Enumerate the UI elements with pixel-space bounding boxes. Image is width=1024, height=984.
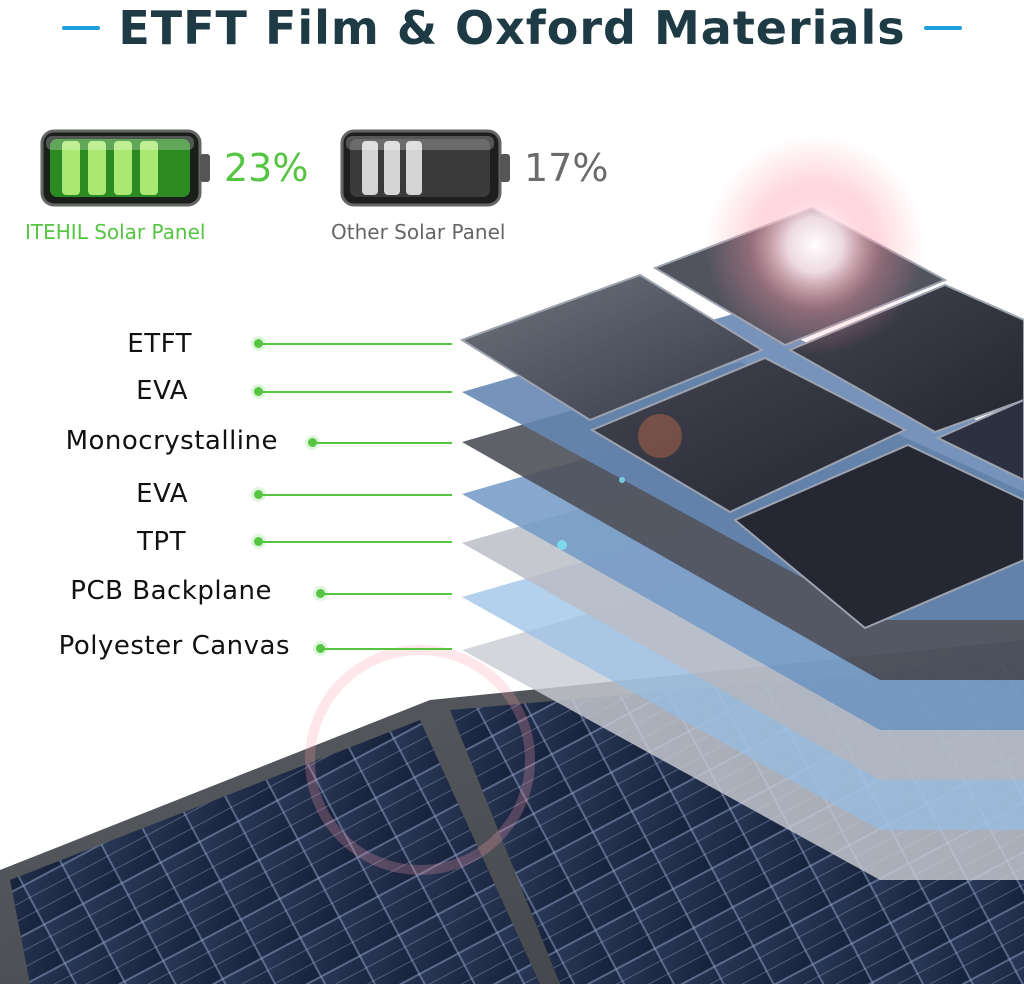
- leader-dot-eva-1: [254, 387, 263, 396]
- itehil-label: ITEHIL Solar Panel: [25, 220, 206, 244]
- layer-label-eva-1: EVA: [136, 376, 188, 406]
- other-label: Other Solar Panel: [331, 220, 506, 244]
- layer-stack: [459, 206, 1024, 880]
- leader-line-polyester-canvas: [324, 648, 452, 650]
- title-dash-right: [923, 26, 962, 30]
- leader-line-tpt: [262, 541, 452, 543]
- sun-glare: [705, 135, 925, 355]
- itehil-percent: 23%: [224, 146, 309, 190]
- layer-label-monocrystalline: Monocrystalline: [65, 426, 278, 456]
- title-dash-left: [62, 26, 101, 30]
- leader-line-etft: [262, 343, 452, 345]
- layer-label-eva-2: EVA: [136, 479, 188, 509]
- leader-dot-polyester-canvas: [316, 644, 325, 653]
- leader-dot-etft: [254, 339, 263, 348]
- layer-label-polyester-canvas: Polyester Canvas: [58, 631, 290, 661]
- page-title: ETFT Film & Oxford Materials: [118, 1, 906, 55]
- title-bar: ETFT Film & Oxford Materials: [0, 0, 1024, 56]
- battery-icon-other: [340, 129, 510, 207]
- leader-dot-monocrystalline: [308, 438, 317, 447]
- leader-line-monocrystalline: [316, 442, 452, 444]
- leader-line-pcb-backplane: [324, 593, 452, 595]
- leader-line-eva-2: [262, 494, 452, 496]
- leader-line-eva-1: [262, 391, 452, 393]
- layer-label-etft: ETFT: [127, 329, 192, 359]
- leader-dot-eva-2: [254, 490, 263, 499]
- leader-dot-tpt: [254, 537, 263, 546]
- layer-label-tpt: TPT: [137, 527, 186, 557]
- leader-dot-pcb-backplane: [316, 589, 325, 598]
- layer-label-pcb-backplane: PCB Backplane: [70, 576, 272, 606]
- battery-icon-itehil: [40, 129, 210, 207]
- other-percent: 17%: [524, 146, 609, 190]
